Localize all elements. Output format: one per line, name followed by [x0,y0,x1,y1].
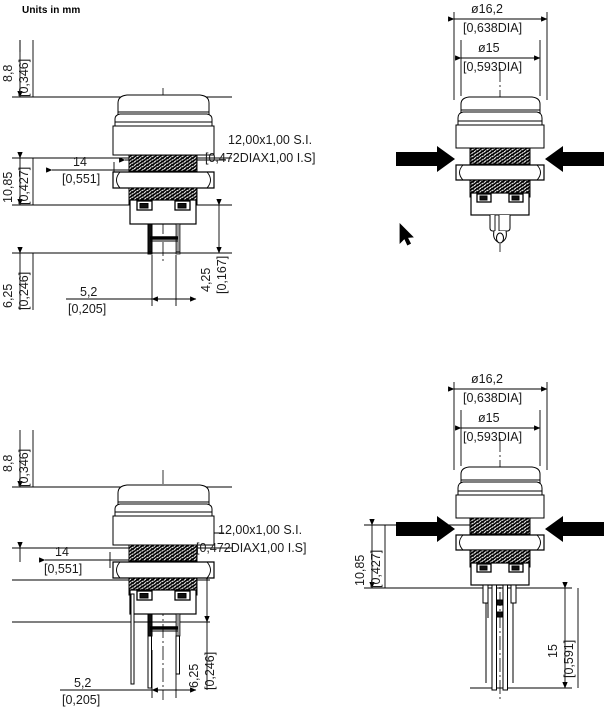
view-top-left [12,40,232,310]
view-bottom-right [364,382,579,700]
dim-6-25-in-bot: [0,246] [203,651,217,690]
mounting-arrow-right-bottom [545,516,604,542]
dim-15-in: [0,591] [562,639,576,678]
dim-14-in-bot: [0,551] [44,562,83,576]
dim-dia16-mm-top: ø16,2 [471,2,503,16]
dim-dia15-in-bot: [0,593DIA] [463,430,523,444]
dim-4-25-in: [0,167] [215,255,229,294]
dim-dia16-mm-bot: ø16,2 [471,372,503,386]
mounting-arrow-left-top [396,146,455,172]
mounting-arrow-left-bottom [396,516,455,542]
dim-14-mm-top: 14 [73,155,87,169]
dim-dia15-in-top: [0,593DIA] [463,60,523,74]
dim-6-25-in-top: [0,246] [17,271,31,310]
dim-8-8-mm-top: 8,8 [1,64,15,82]
dim-8-8-in-top: [0,346] [17,58,31,97]
dim-10-85-in-top: [0,427] [17,166,31,205]
mouse-cursor [399,223,414,246]
dim-dia16-in-top: [0,638DIA] [463,21,523,35]
mounting-arrow-right-top [545,146,604,172]
thread-callout-mm-top: 12,00x1,00 S.I. [228,133,313,147]
thread-callout-in-top: [0,472DIAX1,00 I.S] [205,151,316,165]
page-title: Units in mm [22,5,81,16]
dim-15-mm: 15 [546,644,560,658]
dim-dia16-in-bot: [0,638DIA] [463,391,523,405]
thread-callout-mm-bot: 12,00x1,00 S.I. [218,523,303,537]
view-top-right [448,12,548,252]
dim-5-2-in-top: [0,205] [68,302,107,316]
dim-5-2-mm-bot: 5,2 [74,676,92,690]
dim-8-8-mm-bot: 8,8 [1,454,15,472]
view-bottom-left [12,430,232,700]
dim-5-2-mm-top: 5,2 [80,285,98,299]
dim-4-25-mm: 4,25 [199,267,213,292]
dim-10-85-in-bot: [0,427] [369,549,383,588]
dim-6-25-mm-top: 6,25 [1,283,15,308]
dim-5-2-in-bot: [0,205] [62,693,101,707]
dim-dia15-mm-bot: ø15 [478,411,500,425]
dim-10-85-mm-bot: 10,85 [353,554,367,586]
dim-dia15-mm-top: ø15 [478,41,500,55]
dim-8-8-in-bot: [0,346] [17,448,31,487]
thread-callout-in-bot: [0,472DIAX1,00 I.S] [196,541,307,555]
dim-14-in-top: [0,551] [62,172,101,186]
dim-14-mm-bot: 14 [55,545,69,559]
dim-6-25-mm-bot: 6,25 [187,663,201,688]
dim-10-85-mm-top: 10,85 [1,171,15,203]
